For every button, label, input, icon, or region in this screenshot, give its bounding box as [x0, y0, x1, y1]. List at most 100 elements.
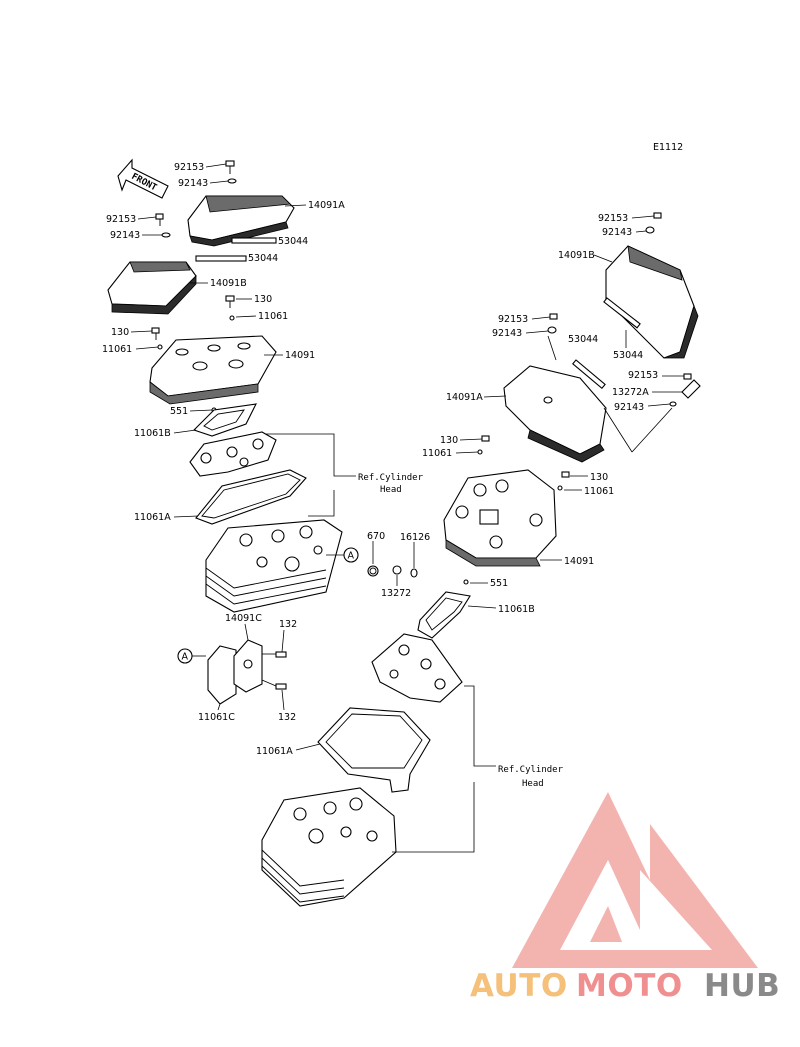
label-r-14091: 14091: [564, 556, 594, 567]
bolt-130-right-b: [561, 471, 570, 478]
label-r-11061B: 11061B: [498, 604, 535, 615]
cover-14091A-left: [187, 195, 295, 247]
left-assembly: Ref.Cylinder Head A A 92153 92143 14091A…: [102, 160, 430, 723]
washer-11061-a: [229, 315, 235, 321]
bracket-13272A: [681, 379, 701, 399]
pin-53044-a: [231, 237, 277, 244]
label-16126: 16126: [400, 532, 430, 543]
label-11061C: 11061C: [198, 712, 235, 723]
pin-53044-right-b: [572, 359, 606, 390]
washer-92143-right-mid: [547, 326, 557, 334]
bolt-132-a: [275, 651, 287, 658]
label-670: 670: [367, 531, 385, 542]
label-r-13272A: 13272A: [612, 387, 649, 398]
cylinder-head-right: [261, 787, 397, 907]
label-r-11061-b: 11061: [584, 486, 614, 497]
callout-a-head-label: A: [348, 551, 355, 562]
label-r-92143-side: 92143: [614, 402, 644, 413]
label-92153-mid: 92153: [106, 214, 136, 225]
label-r-53044-b: 53044: [568, 334, 598, 345]
label-92153-top: 92153: [174, 162, 204, 173]
bolt-92153-right-mid: [549, 313, 558, 320]
label-551: 551: [170, 406, 188, 417]
label-14091: 14091: [285, 350, 315, 361]
gasket-11061C: [207, 645, 237, 705]
diagram-code: E1112: [653, 142, 683, 153]
label-132-b: 132: [278, 712, 296, 723]
label-r-14091B: 14091B: [558, 250, 595, 261]
label-11061A: 11061A: [134, 512, 171, 523]
label-130-a: 130: [254, 294, 272, 305]
automotohub-watermark: AUTO MOTO HUB: [470, 792, 780, 1004]
gasket-11061B-left: [192, 403, 257, 437]
label-130-b: 130: [111, 327, 129, 338]
label-r-551: 551: [490, 578, 508, 589]
label-r-92143-top: 92143: [602, 227, 632, 238]
bolt-92153-mid: [155, 213, 164, 220]
bolt-92153-top: [225, 160, 235, 174]
rocker-bracket-left: [189, 431, 277, 477]
washer-11061-b: [157, 344, 163, 350]
label-r-11061A: 11061A: [256, 746, 293, 757]
cover-14091B-right: [605, 245, 699, 359]
cover-14091-right: [443, 469, 557, 567]
cylinder-head-left: [205, 519, 343, 613]
label-r-92153-top: 92153: [598, 213, 628, 224]
label-53044-a: 53044: [278, 236, 308, 247]
bolt-132-b: [275, 683, 287, 690]
ref-cylinder-head-right-1: Ref.Cylinder: [498, 765, 564, 775]
right-assembly: Ref.Cylinder Head 92153 92143 14091B 530…: [256, 212, 701, 907]
label-11061-a: 11061: [258, 311, 288, 322]
label-r-130-a: 130: [440, 435, 458, 446]
label-r-14091A: 14091A: [446, 392, 483, 403]
bolt-92153-right-top: [653, 212, 662, 219]
bolt-130-a: [225, 295, 235, 302]
cover-14091A-right: [503, 365, 607, 463]
callout-a-side-label: A: [182, 652, 189, 663]
watermark-auto: AUTO: [470, 968, 568, 1004]
label-r-92153-side: 92153: [628, 370, 658, 381]
ref-cylinder-head-left-2: Head: [380, 485, 402, 495]
watermark-moto: MOTO: [576, 968, 683, 1004]
label-14091C: 14091C: [225, 613, 262, 624]
nut-13272: [392, 565, 402, 575]
label-14091B: 14091B: [210, 278, 247, 289]
label-92143-top: 92143: [178, 178, 208, 189]
label-r-92153-mid: 92153: [498, 314, 528, 325]
gasket-11061A-right: [317, 707, 431, 793]
washer-92143-right-top: [645, 226, 655, 234]
label-11061B: 11061B: [134, 428, 171, 439]
label-r-11061-a: 11061: [422, 448, 452, 459]
bolt-130-b: [151, 327, 160, 334]
label-53044-b: 53044: [248, 253, 278, 264]
pin-53044-b: [195, 255, 247, 262]
plug-16126: [410, 568, 418, 578]
label-92143-mid: 92143: [110, 230, 140, 241]
label-r-53044-a: 53044: [613, 350, 643, 361]
bolt-92153-right-side: [683, 373, 692, 380]
cover-14091-left: [149, 335, 277, 405]
washer-11061-right-b: [557, 485, 563, 491]
label-13272: 13272: [381, 588, 411, 599]
rocker-bracket-right: [371, 633, 463, 703]
callout-a-head: [343, 547, 359, 563]
label-14091A: 14091A: [308, 200, 345, 211]
ref-cylinder-head-right-2: Head: [522, 779, 544, 789]
washer-92143-mid: [161, 232, 171, 238]
washer-92143-right-side: [669, 401, 677, 407]
gasket-11061A-left: [195, 469, 307, 525]
gasket-11061B-right: [417, 591, 471, 639]
bolt-130-right-a: [481, 435, 490, 442]
washer-11061-right-a: [477, 449, 483, 455]
label-11061-b: 11061: [102, 344, 132, 355]
washer-92143-top: [227, 178, 237, 184]
cover-14091B-left: [107, 261, 197, 315]
oring-670: [367, 565, 379, 577]
label-r-130-b: 130: [590, 472, 608, 483]
automotohub-logo-icon: [512, 792, 758, 968]
oring-551-right: [463, 579, 469, 585]
watermark-hub: HUB: [704, 968, 780, 1004]
front-arrow-icon: FRONT: [117, 158, 169, 199]
label-r-92143-mid: 92143: [492, 328, 522, 339]
